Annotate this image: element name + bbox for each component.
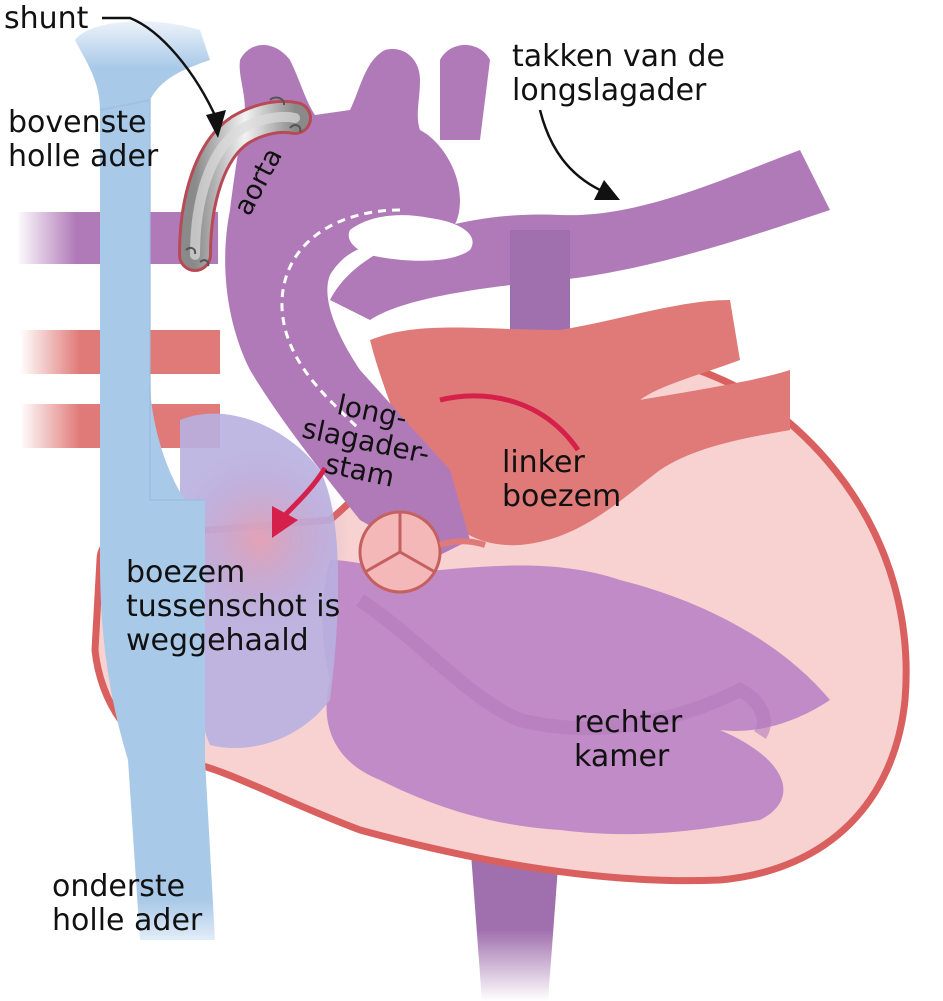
label-inferior-vena-cava-line1: onderste — [52, 870, 202, 904]
branch-pointer-arrow — [540, 110, 620, 200]
label-pulmonary-branches-line1: takken van de — [512, 40, 725, 74]
label-left-atrium: linker boezem — [502, 446, 621, 514]
label-left-atrium-line2: boezem — [502, 480, 621, 514]
label-right-ventricle-line1: rechter — [574, 706, 682, 740]
label-atrial-septum: boezem tussenschot is weggehaald — [126, 556, 340, 658]
label-inferior-vena-cava-line2: holle ader — [52, 904, 202, 938]
label-superior-vena-cava: bovenste holle ader — [8, 106, 158, 174]
label-right-ventricle: rechter kamer — [574, 706, 682, 774]
label-right-ventricle-line2: kamer — [574, 740, 682, 774]
label-atrial-septum-line1: boezem — [126, 556, 340, 590]
label-left-atrium-line1: linker — [502, 446, 621, 480]
label-pulmonary-branches-line2: longslagader — [512, 74, 725, 108]
label-inferior-vena-cava: onderste holle ader — [52, 870, 202, 938]
label-pulmonary-branches: takken van de longslagader — [512, 40, 725, 108]
label-shunt: shunt — [4, 2, 88, 36]
label-superior-vena-cava-line2: holle ader — [8, 140, 158, 174]
label-superior-vena-cava-line1: bovenste — [8, 106, 158, 140]
label-atrial-septum-line2: tussenschot is — [126, 590, 340, 624]
label-atrial-septum-line3: weggehaald — [126, 624, 340, 658]
